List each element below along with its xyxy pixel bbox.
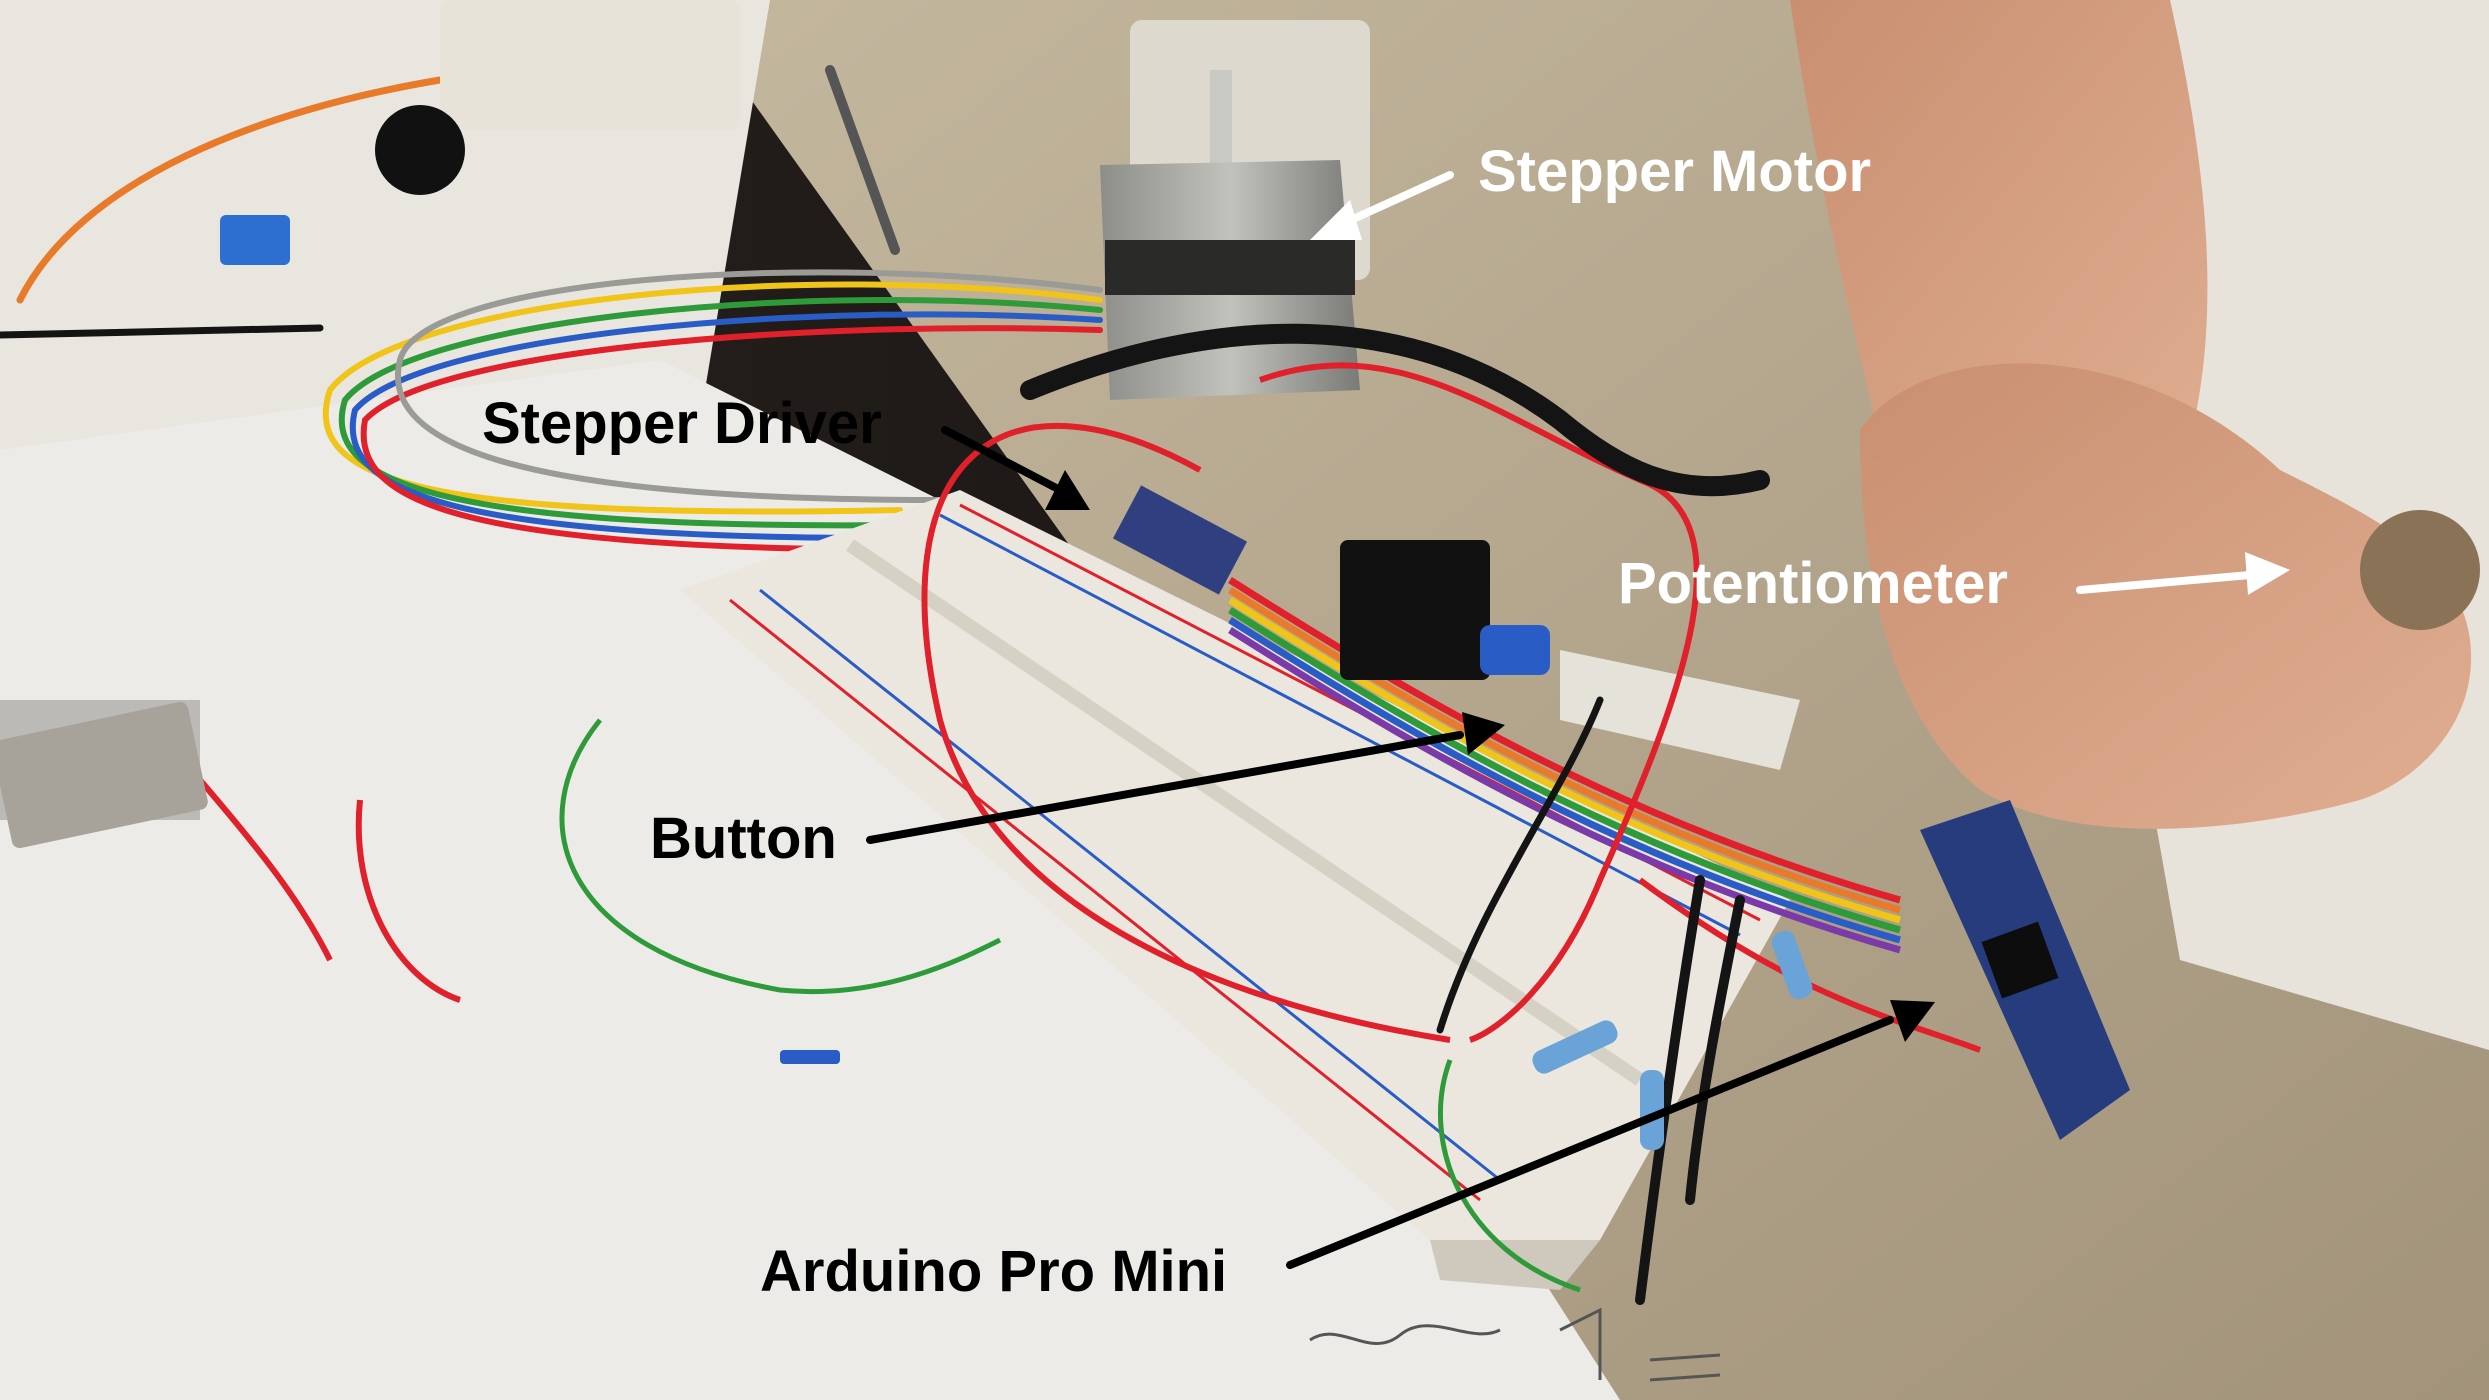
center-channel	[846, 539, 1644, 1086]
motor-band	[1105, 240, 1355, 295]
green-wires	[559, 718, 1581, 1293]
white-device	[440, 0, 740, 130]
button-cap	[1480, 625, 1550, 675]
stepper-motor-arrowhead	[1310, 200, 1362, 240]
stepper-driver-arrowhead	[1045, 470, 1090, 510]
stepper-motor-label: Stepper Motor	[1478, 139, 1872, 204]
handwriting	[1309, 1307, 1721, 1382]
stepper-motor-arrow	[1336, 171, 1454, 229]
button-label: Button	[650, 806, 837, 871]
arduino-pro-mini-board	[1920, 800, 2130, 1140]
arduino-pro-mini-arrowhead	[1890, 1000, 1935, 1042]
header-pins	[1560, 650, 1800, 770]
blue-terminal	[220, 215, 290, 265]
hand	[1860, 363, 2472, 829]
potentiometer-arrow	[2076, 571, 2254, 594]
potentiometer-arrowhead	[2245, 552, 2290, 595]
potentiometer-knob	[2360, 510, 2480, 630]
slide-switch	[0, 701, 208, 849]
rainbow-ribbon	[1228, 577, 1901, 954]
stepper-driver-arrow	[941, 426, 1064, 494]
stepper-driver-board	[1112, 485, 1248, 595]
blue-scrap	[780, 1050, 840, 1064]
breadboard-shadow	[1430, 1240, 1600, 1290]
black-cables	[1020, 323, 1770, 1305]
arduino-chip	[1981, 921, 2059, 999]
annotation-arrows	[866, 171, 2290, 1269]
desk-items	[0, 0, 900, 1064]
button-housing	[1340, 540, 1490, 680]
screwdriver	[825, 65, 900, 255]
button-component	[1340, 540, 1800, 770]
arduino-pro-mini-arrow	[1286, 1016, 1894, 1269]
rail-blue-top	[759, 588, 1501, 1182]
potentiometer-label: Potentiometer	[1618, 551, 2008, 616]
stepper-driver-label: Stepper Driver	[482, 391, 882, 456]
motor-shaft	[1210, 70, 1232, 190]
black-knob	[375, 105, 465, 195]
person-hand	[1790, 0, 2489, 1050]
button-arrowhead	[1462, 712, 1505, 755]
arduino-pro-mini-label: Arduino Pro Mini	[760, 1239, 1228, 1304]
resistors	[1532, 930, 1813, 1150]
red-wires	[197, 362, 1982, 1053]
motor-wires	[0, 76, 1103, 553]
breadboard-body	[680, 490, 1790, 1240]
paper-sheet-main	[0, 360, 1620, 1400]
button-arrow	[866, 731, 1464, 844]
rail-red-top	[729, 598, 1481, 1202]
